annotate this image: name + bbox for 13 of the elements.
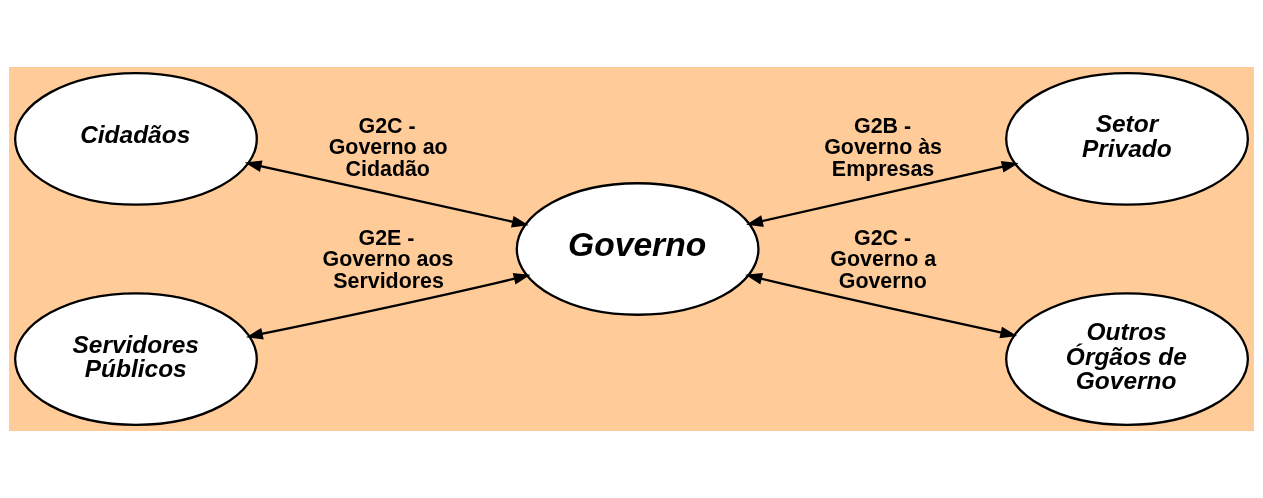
node-ellipse: Outros Órgãos de Governo — [1005, 292, 1249, 427]
edge-label: G2B - Governo às Empresas — [824, 114, 942, 181]
node-ellipse: Servidores Públicos — [14, 292, 258, 427]
edge-label: G2E - Governo aos Servidores — [322, 225, 454, 293]
node-ellipse: Setor Privado — [1005, 71, 1249, 206]
node-ellipse: Governo — [515, 182, 760, 316]
edge-label: G2C - Governo a Governo — [830, 225, 937, 293]
edge-label: G2C - Governo ao Cidadão — [328, 114, 448, 181]
arrow — [746, 161, 1019, 227]
arrow — [246, 273, 531, 340]
node-ellipse: Cidadãos — [14, 71, 258, 206]
arrow — [244, 160, 529, 228]
arrow — [745, 273, 1018, 339]
